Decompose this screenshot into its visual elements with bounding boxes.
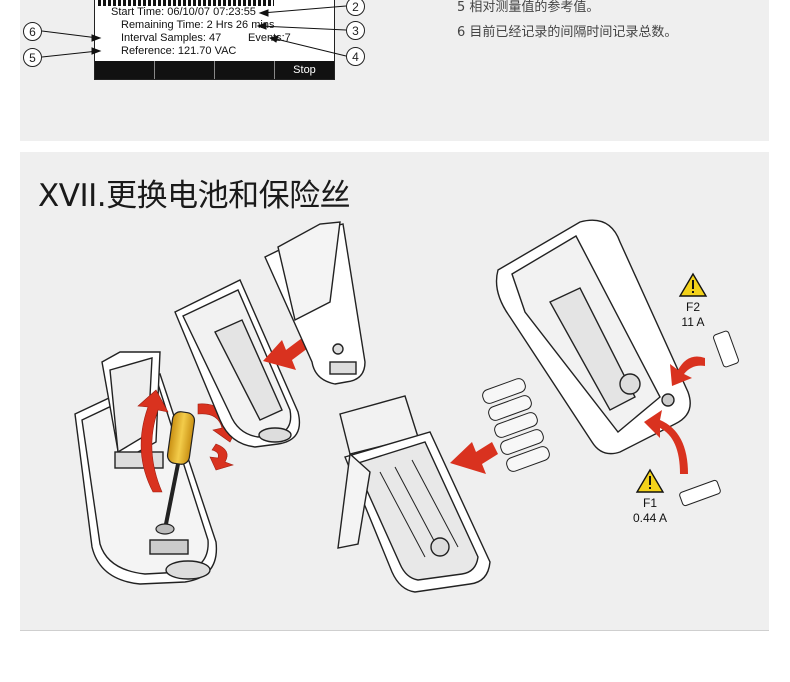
- fuse-f1-rating: 0.44 A: [632, 511, 668, 525]
- bar-graph: [98, 0, 274, 6]
- warning-icon: [678, 272, 708, 297]
- callout-4: 4: [346, 47, 365, 66]
- meter-fuse-compartment: [495, 219, 691, 455]
- softkey-1[interactable]: [95, 61, 155, 79]
- warning-icon: [635, 468, 665, 493]
- callout-3: 3: [346, 21, 365, 40]
- fuse-f2-rating: 11 A: [681, 315, 705, 329]
- battery-arrow: [450, 442, 498, 474]
- remaining-time-line: Remaining Time: 2 Hrs 26 mins: [121, 19, 275, 31]
- callout-2: 2: [346, 0, 365, 16]
- batteries: [482, 378, 550, 472]
- meter-display: Start Time: 06/10/07 07:23:55 Remaining …: [94, 0, 335, 80]
- section-title: XVII.更换电池和保险丝: [38, 178, 351, 214]
- fuse-f2-name: F2: [685, 300, 700, 314]
- legend-item-5: 5 相对测量值的参考值。: [457, 0, 600, 15]
- callout-6: 6: [23, 22, 42, 41]
- fuse-f1-name: F1: [642, 496, 657, 510]
- fuse-f2-drawing: [713, 330, 739, 368]
- interval-samples-line: Interval Samples: 47: [121, 32, 222, 44]
- legend-item-6: 6 目前已经记录的间隔时间记录总数。: [457, 25, 678, 40]
- insert-arrow: [263, 338, 308, 370]
- softkey-bar: Stop: [95, 61, 334, 79]
- callout-5: 5: [23, 48, 42, 67]
- battery-fuse-section: XVII.更换电池和保险丝: [20, 152, 769, 631]
- screwdriver: [155, 411, 196, 535]
- replacement-illustration: [74, 219, 739, 593]
- softkey-3[interactable]: [215, 61, 275, 79]
- meter-battery-compartment: [337, 395, 491, 593]
- reference-line: Reference: 121.70 VAC: [121, 45, 237, 57]
- fuse-f1-drawing: [679, 479, 721, 507]
- stop-softkey[interactable]: Stop: [293, 64, 316, 76]
- start-time-line: Start Time: 06/10/07 07:23:55: [111, 6, 256, 18]
- fuse-f1-label: F1 0.44 A: [626, 496, 674, 526]
- meter-back-open: [174, 279, 301, 448]
- softkey-2[interactable]: [155, 61, 215, 79]
- fuse-f2-label: F2 11 A: [670, 300, 716, 330]
- back-cover: [264, 221, 366, 385]
- callout-leaders: [41, 5, 347, 58]
- top-panel: Start Time: 06/10/07 07:23:55 Remaining …: [20, 0, 769, 141]
- fuse-arrows: [644, 356, 705, 474]
